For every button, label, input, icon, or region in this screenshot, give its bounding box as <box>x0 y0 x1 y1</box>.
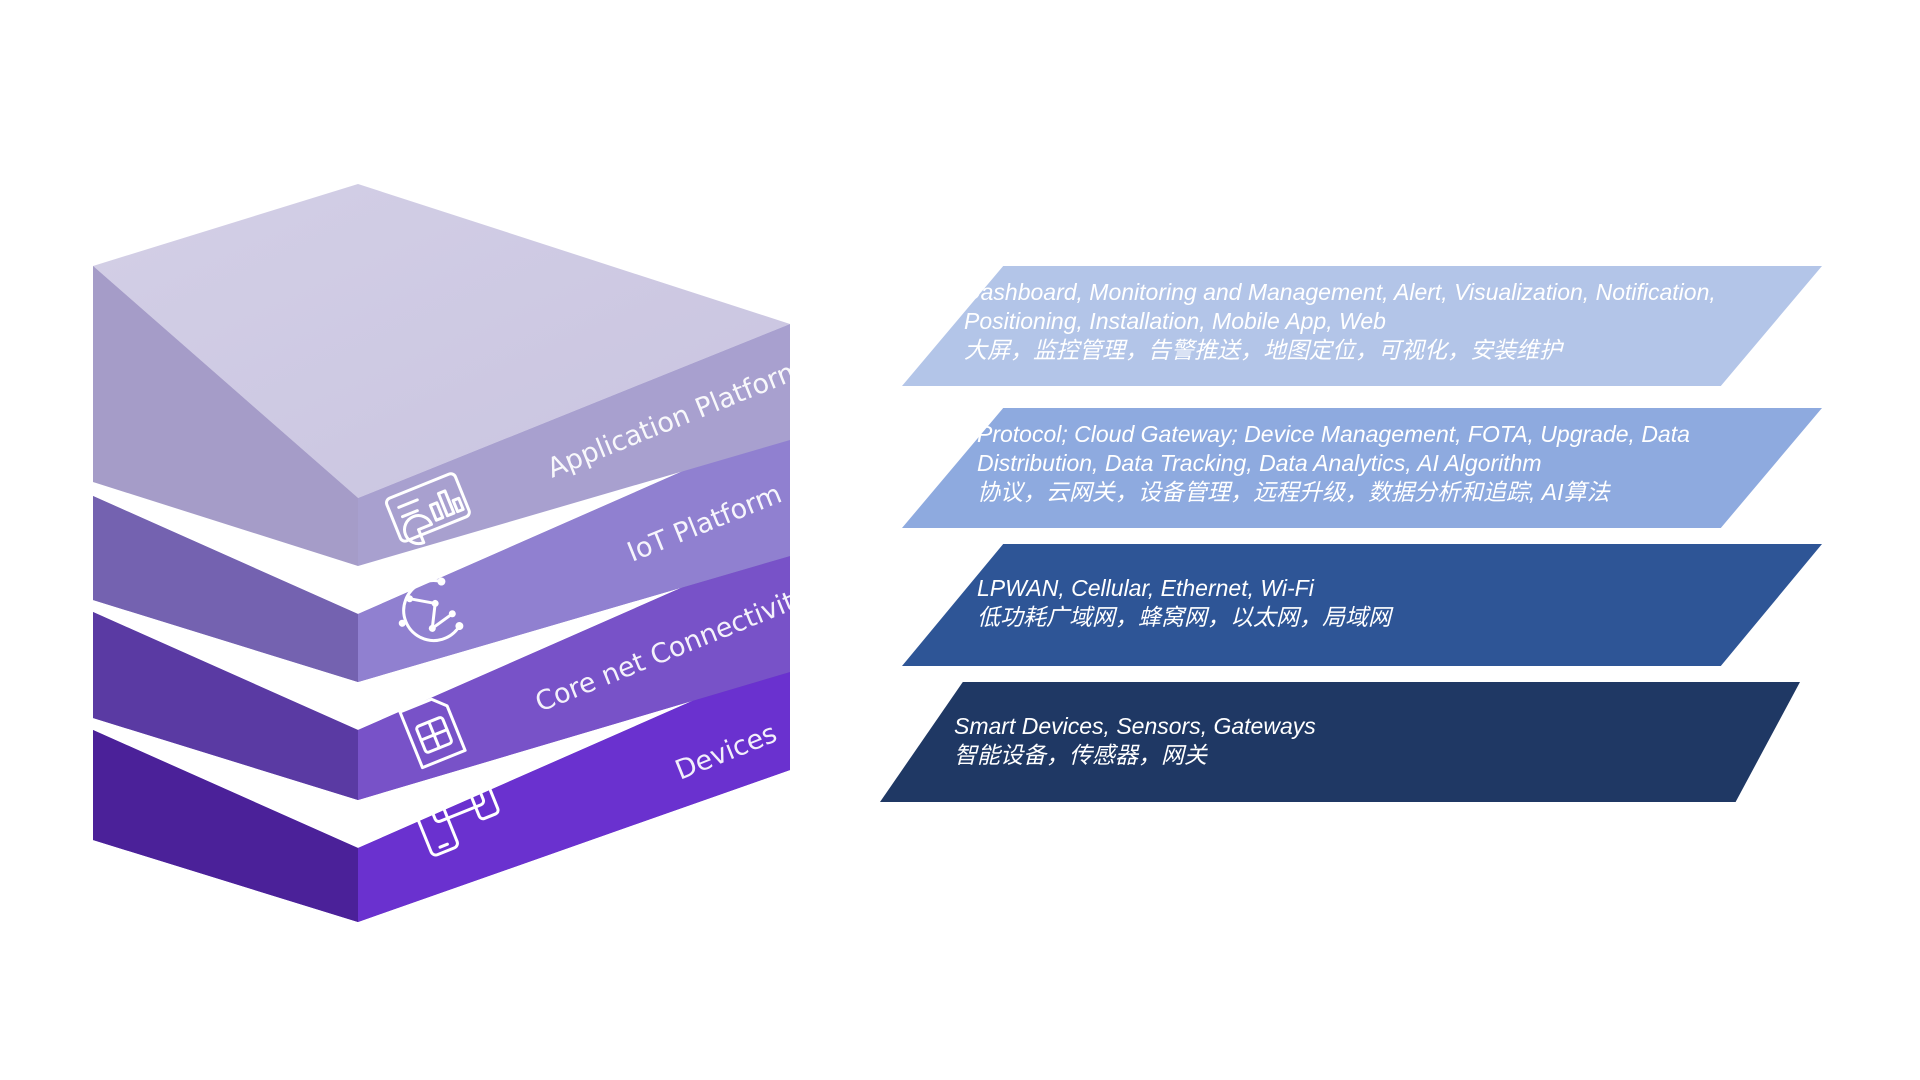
band-devices-line-1: Smart Devices, Sensors, Gateways <box>954 713 1316 739</box>
band-text-connectivity: LPWAN, Cellular, Ethernet, Wi-Fi 低功耗广域网，… <box>977 574 1391 632</box>
band-text-devices: Smart Devices, Sensors, Gateways 智能设备，传感… <box>954 712 1316 770</box>
band-connectivity-line-2: 低功耗广域网，蜂窝网，以太网，局域网 <box>977 604 1391 630</box>
band-iot-line-1: Protocol; Cloud Gateway; Device Manageme… <box>977 421 1690 447</box>
band-application-line-3: 大屏，监控管理，告警推送，地图定位，可视化，安装维护 <box>964 337 1562 363</box>
band-connectivity-line-1: LPWAN, Cellular, Ethernet, Wi-Fi <box>977 575 1314 601</box>
band-text-application: Dashboard, Monitoring and Management, Al… <box>964 278 1716 365</box>
band-application <box>902 266 1822 386</box>
band-iot <box>902 408 1822 528</box>
layer-devices: Devices <box>93 658 790 922</box>
band-devices <box>880 682 1800 802</box>
network-nodes-icon <box>398 577 464 642</box>
band-application-line-2: Positioning, Installation, Mobile App, W… <box>964 308 1386 334</box>
layer-iot: IoT Platform <box>93 424 790 682</box>
layer-stack-diagram: Devices Core net Connectivity IoT Platfo… <box>93 184 800 922</box>
band-iot-line-2: Distribution, Data Tracking, Data Analyt… <box>977 450 1542 476</box>
devices-icon <box>415 767 500 857</box>
band-connectivity <box>902 544 1822 666</box>
layer-application: Application Platform <box>93 184 800 566</box>
band-application-line-1: Dashboard, Monitoring and Management, Al… <box>964 279 1716 305</box>
band-devices-line-2: 智能设备，传感器，网关 <box>954 742 1207 768</box>
dashboard-icon <box>385 472 471 546</box>
band-text-iot: Protocol; Cloud Gateway; Device Manageme… <box>977 420 1690 507</box>
sim-card-icon <box>398 697 467 770</box>
band-iot-line-3: 协议，云网关，设备管理，远程升级，数据分析和追踪, AI算法 <box>977 479 1610 505</box>
